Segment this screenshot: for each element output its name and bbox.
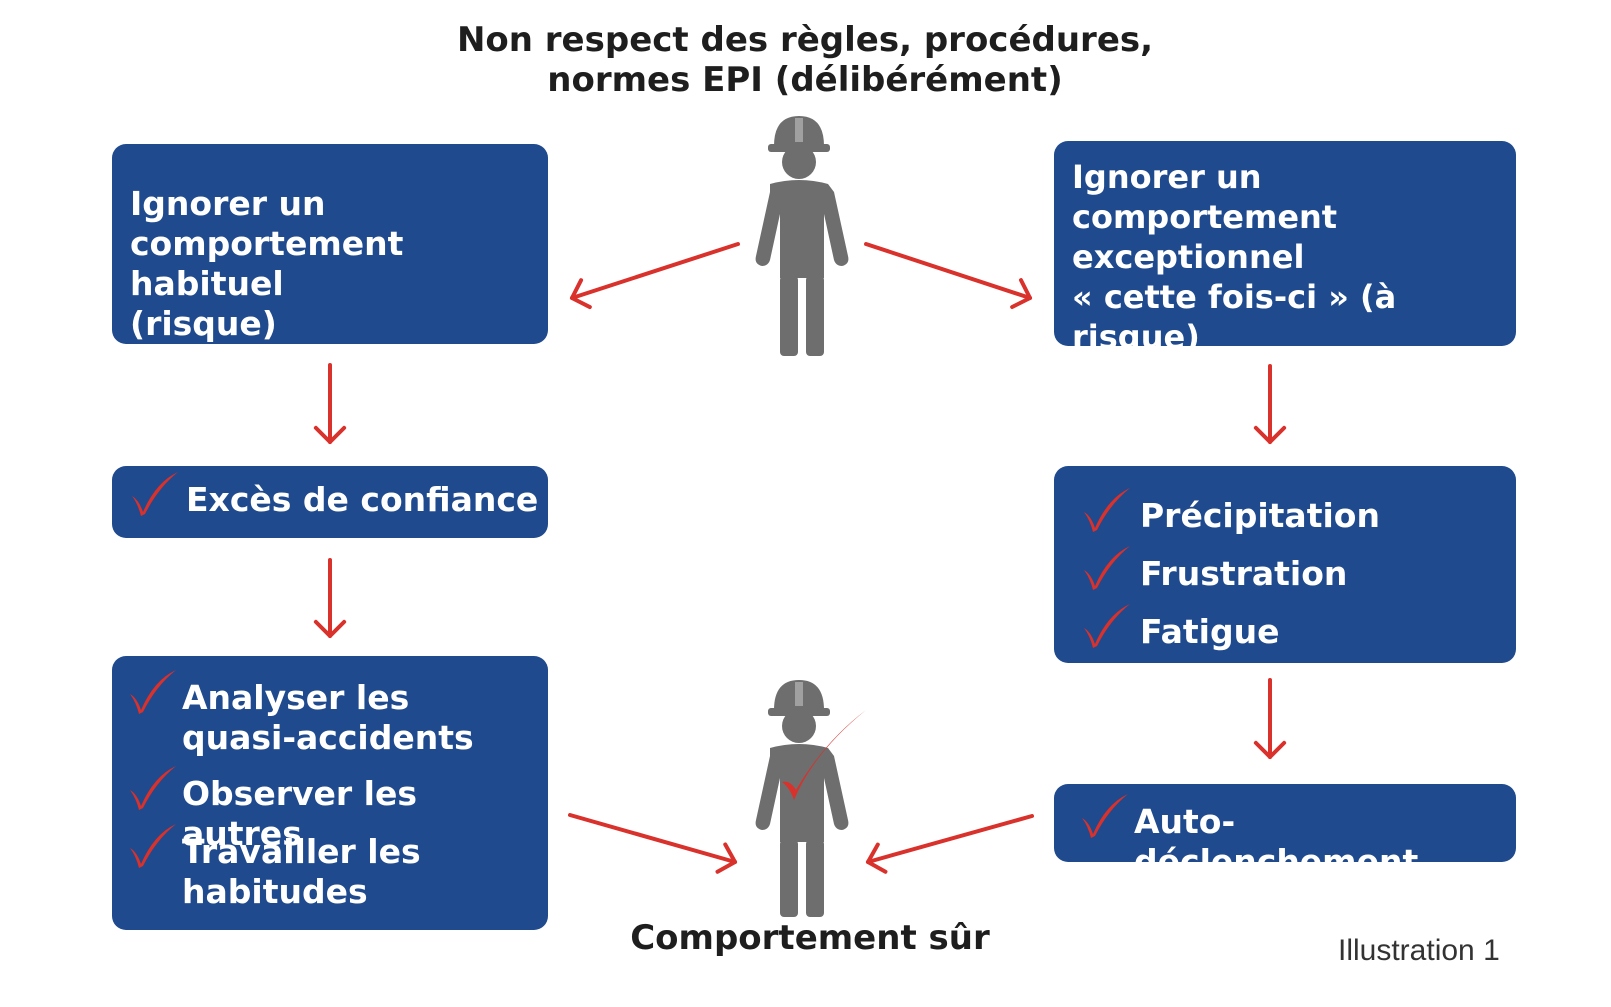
- checkmark-icon: [130, 824, 176, 868]
- list-item-label: Fatigue: [1140, 612, 1280, 651]
- checkmark-icon: [132, 472, 178, 516]
- arrow-right-2: [1253, 678, 1287, 759]
- self-trigger-box: Auto-déclenchement: [1054, 784, 1516, 881]
- arrow-top-to-right: [864, 242, 1032, 310]
- exceptional-behavior-text: Ignorer un comportement exceptionnel « c…: [1072, 158, 1397, 356]
- list-item: Excès de confiance: [130, 472, 539, 520]
- checkmark-icon: [1084, 546, 1130, 590]
- safe-practices-box: Analyser les quasi-accidents Observer le…: [112, 656, 548, 930]
- arrow-left-2: [313, 558, 347, 638]
- arrow-left-to-safe: [568, 813, 737, 874]
- arrow-right-1: [1253, 364, 1287, 444]
- list-item: Auto-déclenchement: [1080, 794, 1516, 882]
- worker-top-icon: [755, 116, 849, 356]
- list-item: Analyser les quasi-accidents: [128, 670, 474, 758]
- list-item-label: Travailler les habitudes: [182, 832, 421, 911]
- arrow-left-1: [313, 363, 347, 444]
- checkmark-icon: [1082, 794, 1128, 838]
- list-item: Observer les autres: [128, 766, 548, 854]
- bottom-caption: Comportement sûr: [630, 918, 990, 958]
- list-item-label: Frustration: [1140, 554, 1348, 593]
- arrow-right-to-safe: [866, 814, 1034, 874]
- list-item-label: Analyser les quasi-accidents: [182, 678, 474, 757]
- list-item-label: Excès de confiance: [186, 480, 539, 519]
- arrow-top-to-left: [570, 242, 740, 310]
- worker-bottom-icon: [755, 680, 866, 917]
- list-item-label: Auto-déclenchement: [1134, 802, 1419, 881]
- list-item-label: Précipitation: [1140, 496, 1380, 535]
- risk-factors-box: Précipitation Frustration Fatigue: [1054, 466, 1516, 663]
- habitual-behavior-text: Ignorer un comportement habituel (risque…: [130, 184, 404, 343]
- list-item: Précipitation: [1082, 488, 1380, 536]
- list-item-label: Observer les autres: [182, 774, 417, 853]
- checkmark-icon: [130, 766, 176, 810]
- overconfidence-box: Excès de confiance: [112, 466, 548, 538]
- top-caption: Non respect des règles, procédures, norm…: [456, 20, 1154, 100]
- illustration-label: Illustration 1: [1338, 934, 1500, 967]
- checkmark-icon: [1084, 488, 1130, 532]
- checkmark-icon: [130, 670, 176, 714]
- exceptional-behavior-box: Ignorer un comportement exceptionnel « c…: [1054, 141, 1516, 356]
- habitual-behavior-box: Ignorer un comportement habituel (risque…: [112, 144, 548, 344]
- list-item: Fatigue: [1082, 604, 1280, 652]
- checkmark-icon: [1084, 604, 1130, 648]
- list-item: Travailler les habitudes: [128, 824, 421, 912]
- list-item: Frustration: [1082, 546, 1348, 594]
